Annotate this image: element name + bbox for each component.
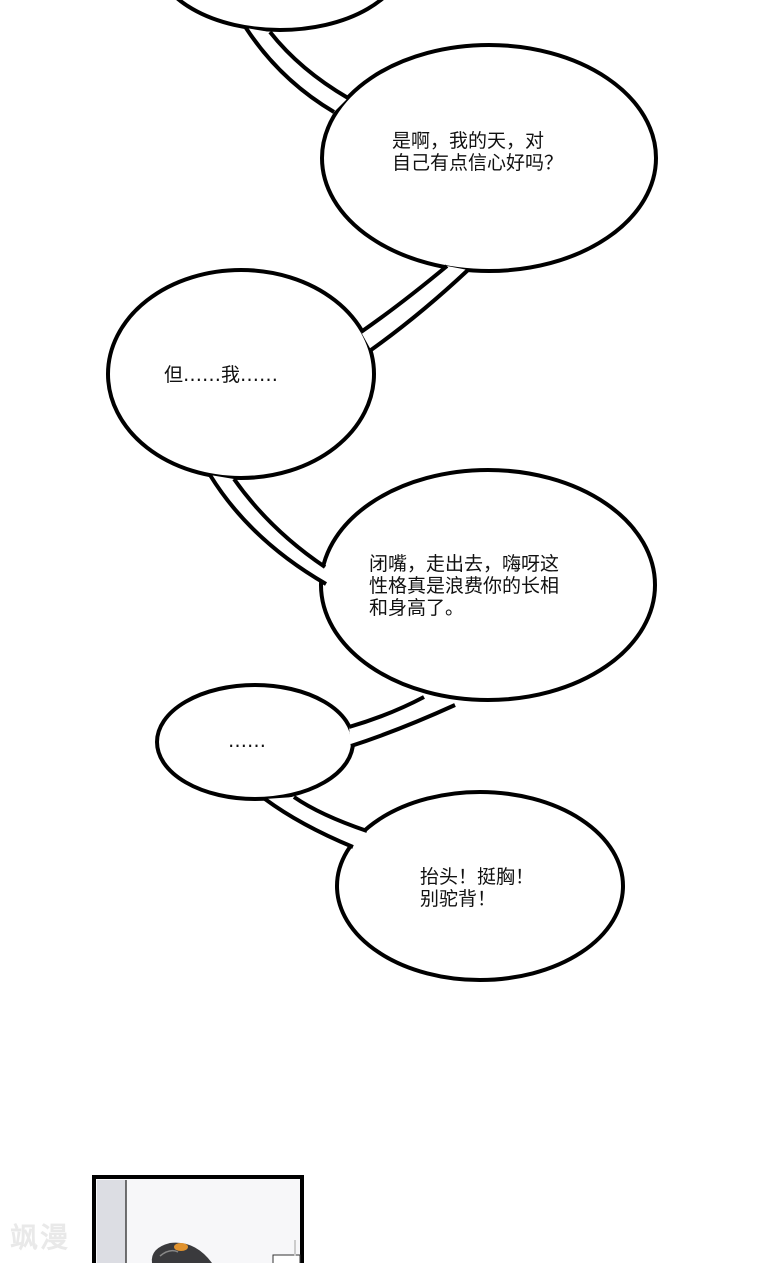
bubble-text-5: 抬头！挺胸！ 别驼背！ [420, 866, 535, 910]
bubble-text-1: 是啊，我的天，对 自己有点信心好吗？ [392, 130, 564, 174]
bubble-connectors [208, 26, 470, 849]
watermark: 飒漫 [10, 1221, 71, 1254]
bubble-text-2: 但……我…… [164, 364, 279, 386]
bubble-text-4: …… [228, 730, 266, 752]
speech-bubble-1 [320, 43, 658, 273]
comic-panel [92, 1175, 304, 1263]
speech-bubble-3 [319, 468, 657, 702]
bubble-text-3: 闭嘴，走出去，嗨呀这 性格真是浪费你的长相 和身高了。 [369, 553, 560, 619]
speech-bubble-5 [335, 790, 625, 982]
speech-bubble-2 [106, 268, 376, 480]
speech-bubble-top-partial [176, 0, 384, 32]
character-head [151, 1242, 212, 1263]
